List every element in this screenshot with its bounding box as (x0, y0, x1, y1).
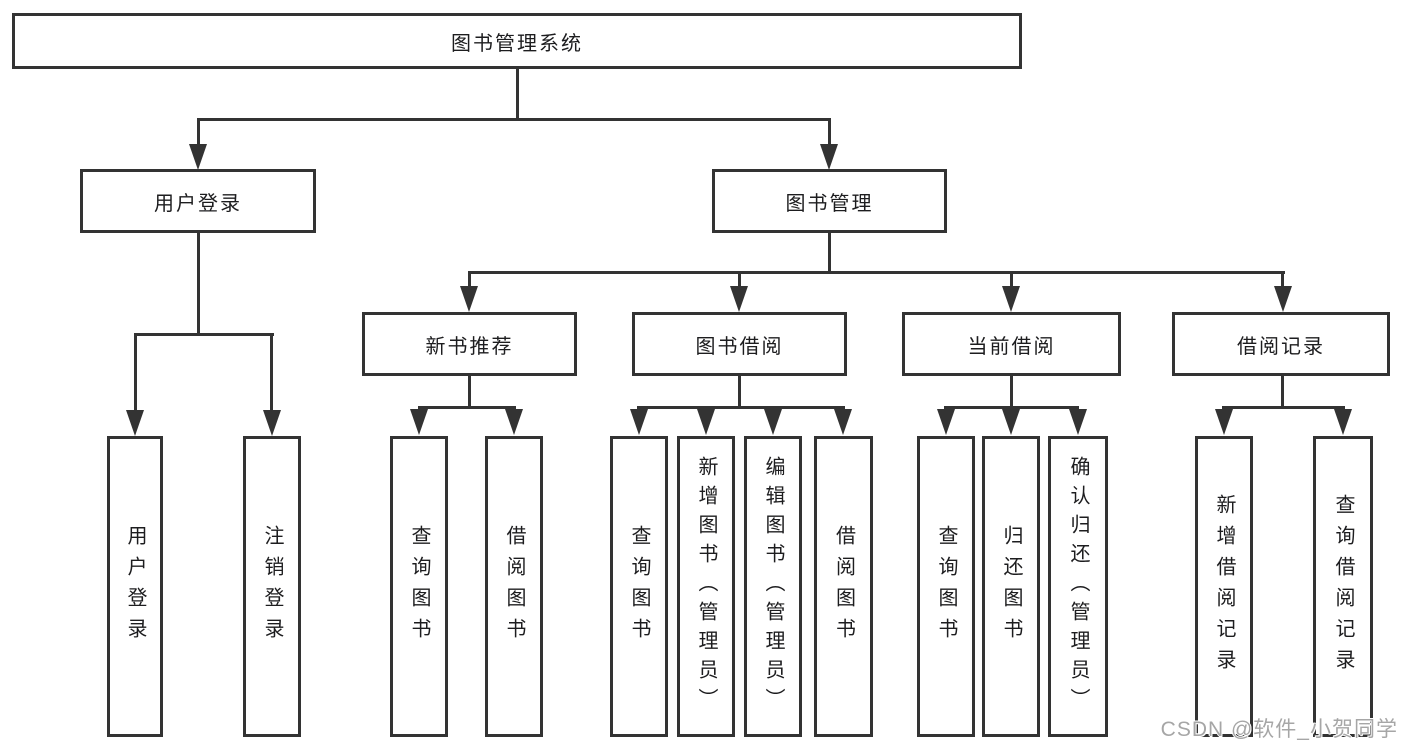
watermark: CSDN @软件_小贺同学 (1160, 718, 1398, 741)
arrow-to-new-book (460, 286, 478, 312)
connector-drop-book-management (828, 118, 831, 146)
leaf-confirm-return-admin-label: 确认归还（管理员） (1067, 456, 1089, 717)
arrow-group1-leaf3 (834, 409, 852, 435)
node-current-borrowing-label: 当前借阅 (967, 335, 1056, 358)
arrow-group0-leaf0 (410, 409, 428, 435)
node-new-book-recommend-label: 新书推荐 (425, 335, 514, 358)
leaf-query-books-borrowing-label: 查询图书 (628, 524, 650, 649)
leaf-query-borrow-record: 查询借阅记录 (1313, 436, 1373, 737)
leaf-confirm-return-admin: 确认归还（管理员） (1048, 436, 1108, 737)
connector-group3-stub (1281, 374, 1284, 408)
leaf-query-books-recommend: 查询图书 (390, 436, 448, 737)
leaf-add-books-admin-label: 新增图书（管理员） (695, 456, 717, 717)
connector-drop-user-login (197, 118, 200, 146)
arrow-to-borrowing-records (1274, 286, 1292, 312)
connector-drop-book-borrowing (738, 271, 741, 289)
connector-group3-hline (1222, 406, 1345, 409)
node-new-book-recommend: 新书推荐 (362, 312, 577, 376)
leaf-add-books-admin: 新增图书（管理员） (677, 436, 735, 737)
leaf-logout: 注销登录 (243, 436, 301, 737)
arrow-group1-leaf2 (764, 409, 782, 435)
connector-drop-leaf-logout (270, 333, 273, 413)
arrow-group2-leaf2 (1069, 409, 1087, 435)
leaf-user-login-label: 用户登录 (124, 524, 146, 649)
connector-level3-hline (468, 271, 1285, 274)
node-user-login-label: 用户登录 (154, 192, 242, 215)
node-book-management: 图书管理 (712, 169, 947, 233)
connector-root-trunk (516, 68, 519, 120)
arrow-group2-leaf0 (937, 409, 955, 435)
connector-user-login-hline (134, 333, 274, 336)
connector-drop-leaf-login (134, 333, 137, 413)
connector-level1-hline (197, 118, 831, 121)
connector-group0-stub (468, 374, 471, 408)
arrow-group3-leaf0 (1215, 409, 1233, 435)
leaf-borrow-books-borrowing-label: 借阅图书 (832, 524, 855, 649)
connector-group0-hline (418, 406, 516, 409)
node-borrowing-records: 借阅记录 (1172, 312, 1390, 376)
node-book-borrowing: 图书借阅 (632, 312, 847, 376)
node-user-login: 用户登录 (80, 169, 316, 233)
arrow-group0-leaf1 (505, 409, 523, 435)
leaf-logout-label: 注销登录 (261, 524, 283, 649)
node-library-system-label: 图书管理系统 (451, 32, 583, 55)
leaf-edit-books-admin-label: 编辑图书（管理员） (762, 456, 784, 717)
node-current-borrowing: 当前借阅 (902, 312, 1121, 376)
leaf-edit-books-admin: 编辑图书（管理员） (744, 436, 802, 737)
leaf-query-books-current: 查询图书 (917, 436, 975, 737)
connector-book-management-stub (828, 231, 831, 274)
connector-group1-stub (738, 374, 741, 408)
leaf-query-books-recommend-label: 查询图书 (408, 524, 430, 649)
connector-drop-current-borrowing (1010, 271, 1013, 289)
leaf-user-login: 用户登录 (107, 436, 163, 737)
connector-group2-stub (1010, 374, 1013, 408)
node-library-system: 图书管理系统 (12, 13, 1022, 69)
arrow-group3-leaf1 (1334, 409, 1352, 435)
leaf-query-borrow-record-label: 查询借阅记录 (1332, 493, 1354, 680)
leaf-return-books: 归还图书 (982, 436, 1040, 737)
arrow-to-leaf-logout (263, 410, 281, 436)
leaf-borrow-books-recommend: 借阅图书 (485, 436, 543, 737)
arrow-group1-leaf1 (697, 409, 715, 435)
arrow-to-book-borrowing (730, 286, 748, 312)
leaf-add-borrow-record-label: 新增借阅记录 (1213, 493, 1235, 680)
node-book-borrowing-label: 图书借阅 (695, 335, 784, 358)
arrow-to-current-borrowing (1002, 286, 1020, 312)
connector-drop-borrowing-records (1281, 271, 1284, 289)
node-borrowing-records-label: 借阅记录 (1237, 335, 1325, 358)
node-book-management-label: 图书管理 (785, 192, 874, 215)
connector-group1-hline (637, 406, 845, 409)
connector-drop-new-book (468, 271, 471, 289)
leaf-borrow-books-recommend-label: 借阅图书 (503, 524, 525, 649)
leaf-borrow-books-borrowing: 借阅图书 (814, 436, 873, 737)
leaf-query-books-current-label: 查询图书 (935, 524, 957, 649)
leaf-query-books-borrowing: 查询图书 (610, 436, 668, 737)
connector-user-login-stub (197, 231, 200, 335)
arrow-to-user-login (189, 144, 207, 170)
arrow-to-book-management (820, 144, 838, 170)
leaf-return-books-label: 归还图书 (1000, 524, 1022, 649)
arrow-to-leaf-login (126, 410, 144, 436)
connector-group2-hline (944, 406, 1079, 409)
arrow-group2-leaf1 (1002, 409, 1020, 435)
arrow-group1-leaf0 (630, 409, 648, 435)
leaf-add-borrow-record: 新增借阅记录 (1195, 436, 1253, 737)
